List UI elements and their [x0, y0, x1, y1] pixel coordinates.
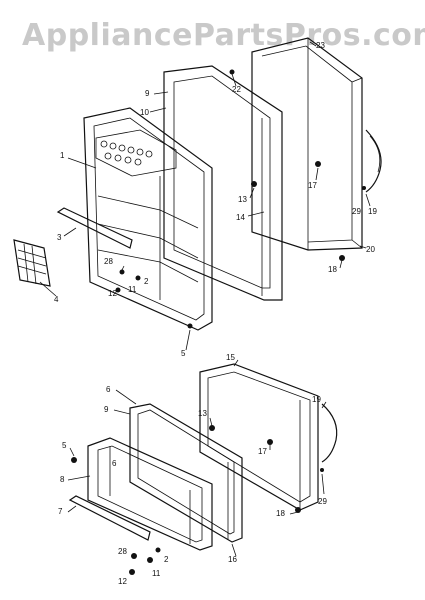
label-11-upper: 11	[128, 285, 137, 294]
lower-inner-liner	[87, 437, 213, 551]
upper-dairy-door	[13, 239, 51, 287]
upper-screw-12	[115, 287, 121, 293]
label-12-lower: 12	[118, 577, 127, 586]
label-1: 1	[60, 151, 65, 160]
watermark: AppliancePartsPros.com	[22, 18, 425, 53]
upper-hinge-bracket-inner	[369, 135, 381, 173]
upper-screw-17	[315, 161, 321, 167]
upper-screw-28	[119, 269, 125, 275]
label-17-lower: 17	[258, 447, 267, 456]
label-16: 16	[228, 555, 237, 564]
lower-gasket-frame	[129, 403, 243, 543]
label-12-upper: 12	[108, 289, 117, 298]
lower-screw-11	[147, 557, 153, 563]
lower-hinge-bracket	[321, 403, 338, 463]
lower-plug-13	[209, 425, 215, 431]
upper-screw-5	[187, 323, 193, 329]
label-18-upper: 18	[328, 265, 337, 274]
label-8: 8	[60, 475, 65, 484]
label-19-upper: 19	[368, 207, 377, 216]
upper-shelf-bar	[56, 207, 133, 249]
upper-gasket-frame	[163, 65, 283, 301]
label-3: 3	[57, 233, 62, 242]
label-22: 22	[232, 85, 241, 94]
upper-foot-18	[339, 255, 345, 261]
label-15: 15	[226, 353, 235, 362]
label-20: 20	[366, 245, 375, 254]
label-19-lower: 19	[312, 395, 321, 404]
label-6-bottom: 6	[112, 459, 117, 468]
label-28-lower: 28	[118, 547, 127, 556]
label-7: 7	[58, 507, 63, 516]
lower-screw-5	[71, 457, 77, 463]
label-10: 10	[140, 108, 149, 117]
label-17-upper: 17	[308, 181, 317, 190]
upper-plug-13	[251, 181, 257, 187]
label-5-lower: 5	[62, 441, 67, 450]
upper-outer-door-panel	[251, 37, 363, 251]
label-6-top: 6	[106, 385, 111, 394]
lower-outer-door-panel	[199, 363, 319, 511]
label-2-upper: 2	[144, 277, 149, 286]
lower-screw-2	[155, 547, 161, 553]
label-9-upper: 9	[145, 89, 150, 98]
lower-stop-29	[320, 468, 324, 472]
label-2-lower: 2	[164, 555, 169, 564]
label-23: 23	[316, 41, 325, 50]
upper-leader-lines	[39, 41, 371, 351]
label-5-upper: 5	[181, 349, 186, 358]
lower-leader-lines	[67, 359, 327, 557]
lower-screw-17	[267, 439, 273, 445]
lower-shelf-bar	[68, 495, 151, 541]
callout-labels: 1 3 4 5 9 10 13 14 22 23 17 19 29 20 18 …	[54, 41, 377, 586]
label-29-lower: 29	[318, 497, 327, 506]
lower-screw-12	[129, 569, 135, 575]
label-18-lower: 18	[276, 509, 285, 518]
label-11-lower: 11	[152, 569, 161, 578]
upper-inner-liner	[83, 107, 213, 331]
lower-foot-18	[295, 507, 301, 513]
lower-screw-28	[131, 553, 137, 559]
label-14: 14	[236, 213, 245, 222]
label-9-lower: 9	[104, 405, 109, 414]
upper-screw-11	[135, 275, 141, 281]
upper-screw-22	[229, 69, 235, 75]
upper-hinge-bracket	[365, 129, 382, 193]
label-4: 4	[54, 295, 59, 304]
label-29-upper: 29	[352, 207, 361, 216]
label-28-upper: 28	[104, 257, 113, 266]
label-13-lower: 13	[198, 409, 207, 418]
label-13-upper: 13	[238, 195, 247, 204]
